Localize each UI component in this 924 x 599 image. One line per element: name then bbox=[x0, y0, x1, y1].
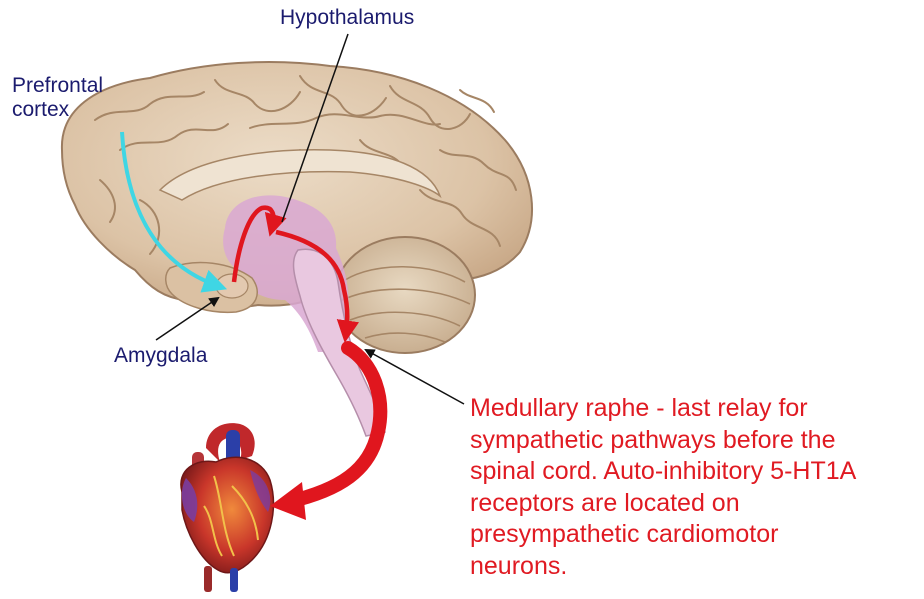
description-line: receptors are located on bbox=[470, 488, 920, 520]
description-line: Medullary raphe - last relay for bbox=[470, 393, 920, 425]
description-line: sympathetic pathways before the bbox=[470, 425, 920, 457]
label-prefrontal-line-2: cortex bbox=[12, 98, 132, 122]
heart-illustration bbox=[181, 423, 274, 592]
description-line: neurons. bbox=[470, 551, 920, 583]
description-line: spinal cord. Auto-inhibitory 5-HT1A bbox=[470, 456, 920, 488]
brain-illustration bbox=[62, 62, 532, 436]
amygdala-region bbox=[216, 274, 248, 298]
red-heart-arrowhead bbox=[270, 482, 306, 520]
label-prefrontal-cortex: Prefrontal cortex bbox=[12, 74, 132, 122]
description-line: presympathetic cardiomotor bbox=[470, 519, 920, 551]
medullary-raphe-description: Medullary raphe - last relay for sympath… bbox=[470, 393, 920, 582]
label-hypothalamus: Hypothalamus bbox=[280, 6, 414, 30]
label-prefrontal-line-1: Prefrontal bbox=[12, 74, 132, 98]
label-amygdala: Amygdala bbox=[114, 344, 207, 368]
